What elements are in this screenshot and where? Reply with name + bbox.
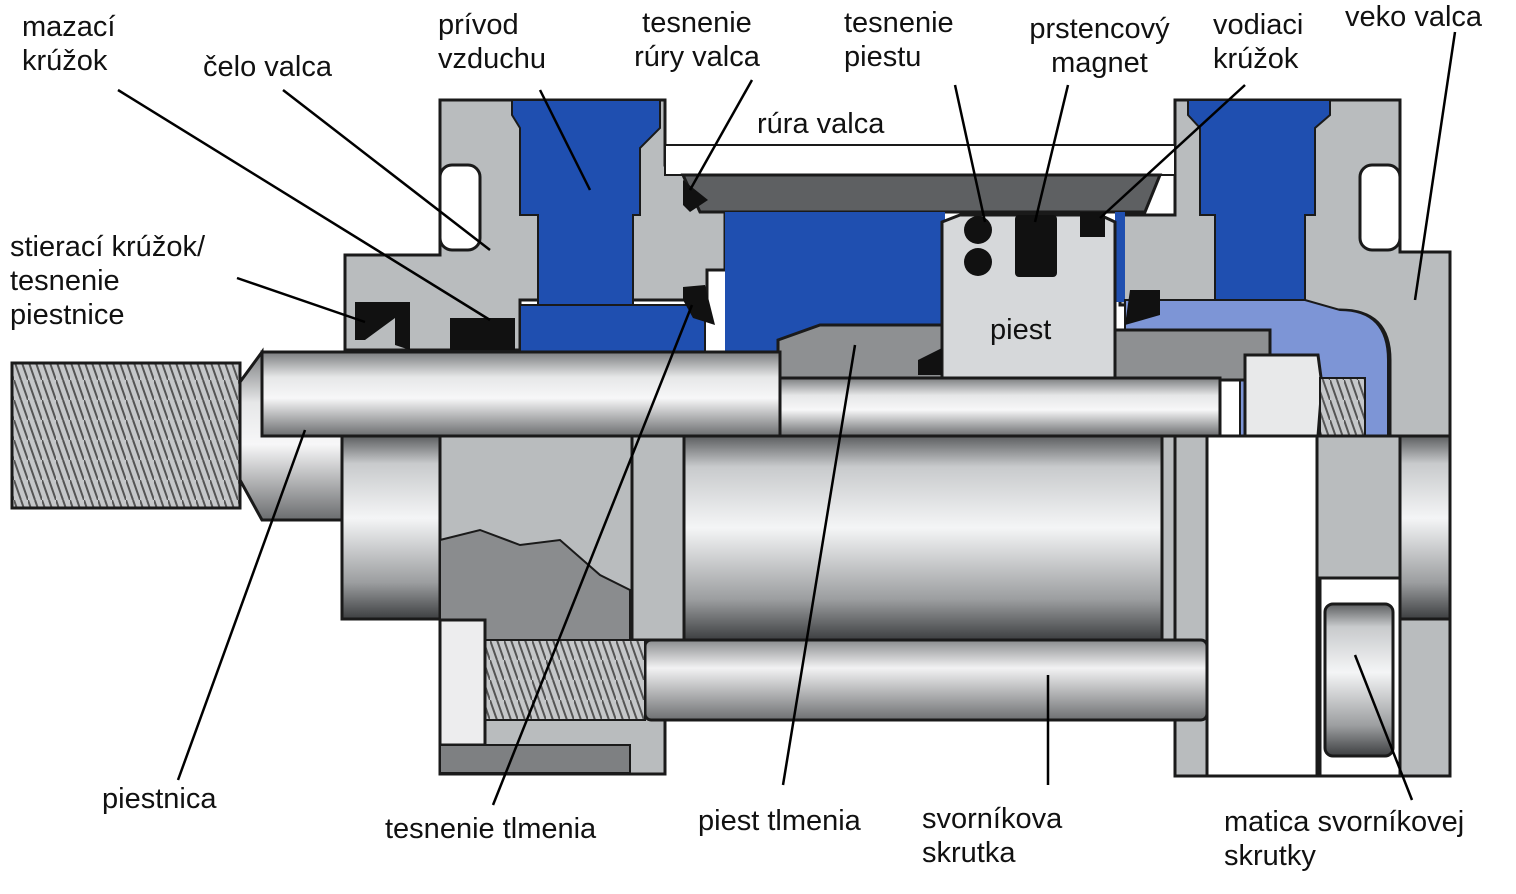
cylinder-tube-wall xyxy=(680,173,1163,214)
label-lubricating-ring: mazací krúžok xyxy=(22,10,115,78)
cushion-seal-inner xyxy=(918,348,942,375)
tie-rod-shape xyxy=(643,638,1209,722)
wiper-seal xyxy=(355,302,410,350)
tie-rod-hex xyxy=(438,618,487,747)
rod-end-nut xyxy=(1243,353,1324,438)
label-tube-seal-line1: tesnenie xyxy=(642,7,752,39)
label-air-supply: prívod vzduchu xyxy=(438,8,546,76)
lubricating-ring-shape xyxy=(450,318,515,350)
label-piston-rod: piestnica xyxy=(102,783,217,815)
label-tie-rod-line1: svorníkova xyxy=(922,803,1063,835)
label-piston: piest xyxy=(990,314,1052,346)
tie-rod-thread xyxy=(484,639,646,721)
label-wiper-ring-line1: stierací krúžok/ xyxy=(10,231,205,263)
label-guide-ring-line1: vodiaci xyxy=(1213,9,1304,41)
label-tie-rod-nut-line1: matica svorníkovej xyxy=(1224,806,1465,838)
bottom-bar xyxy=(439,744,631,774)
label-piston-seal: tesnenie piestu xyxy=(844,6,954,74)
label-tie-rod-line2: skrutka xyxy=(922,837,1016,869)
label-tube-seal-line2: rúry valca xyxy=(634,41,760,73)
magnet-ring xyxy=(1015,215,1057,277)
leader-cylinder-head xyxy=(282,89,491,251)
leader-air-supply xyxy=(538,89,592,191)
label-wiper-ring-line2: tesnenie xyxy=(10,265,120,297)
leader-wiper xyxy=(236,276,366,324)
rod-thread xyxy=(10,361,242,510)
label-air-supply-line2: vzduchu xyxy=(438,43,547,75)
label-cylinder-head: čelo valca xyxy=(203,51,332,83)
nut-socket xyxy=(1323,602,1395,758)
label-tie-rod-nut-line2: skrutky xyxy=(1224,840,1316,872)
label-guide-ring-line2: krúžok xyxy=(1213,43,1299,75)
nut-pocket xyxy=(1205,434,1319,778)
leader-piston-rod xyxy=(176,429,307,781)
label-wiper-ring-line3: piestnice xyxy=(10,299,125,331)
label-cylinder-tube: rúra valca xyxy=(757,108,885,140)
rod-end-thread xyxy=(1319,377,1366,437)
tube-window xyxy=(664,144,1176,176)
leader-end-cap xyxy=(1413,31,1457,301)
rod-end-right xyxy=(778,376,1222,438)
leader-piston-seal xyxy=(953,84,987,223)
leader-magnet xyxy=(1033,84,1070,223)
end-cap-flange xyxy=(1398,434,1452,621)
label-piston-seal-line1: tesnenie xyxy=(844,7,954,39)
leader-lines xyxy=(117,31,1457,806)
label-lubricating-ring-line1: mazací xyxy=(22,11,116,43)
label-ring-magnet-line1: prstencový xyxy=(1029,13,1170,45)
label-tube-seal: tesnenie rúry valca xyxy=(622,6,772,74)
cushion-piston-left xyxy=(776,323,944,382)
label-cushion-seal: tesnenie tlmenia xyxy=(385,813,597,845)
label-wiper-ring: stierací krúžok/ tesnenie piestnice xyxy=(10,230,205,332)
air-passage-left xyxy=(519,304,706,354)
leader-tie-rod-nut xyxy=(1353,654,1414,801)
leader-cushion-piston xyxy=(781,344,857,786)
leader-lubricating-ring xyxy=(117,88,491,322)
seal-right xyxy=(1125,290,1160,325)
label-cushion-piston: piest tlmenia xyxy=(698,805,861,837)
label-guide-ring: vodiaci krúžok xyxy=(1213,8,1303,76)
leader-cushion-seal xyxy=(491,304,694,806)
label-ring-magnet-line2: magnet xyxy=(1051,47,1148,79)
piston-rod-body xyxy=(260,350,782,438)
label-end-cap: veko valca xyxy=(1345,1,1483,33)
tube-lower xyxy=(630,434,686,642)
tube-seal-left xyxy=(683,180,708,212)
label-lubricating-ring-line2: krúžok xyxy=(22,45,108,77)
tube-barrel xyxy=(682,434,1164,642)
label-tie-rod: svorníkova skrutka xyxy=(922,802,1062,870)
chamber-right-top xyxy=(1115,212,1125,302)
head-flange-lower xyxy=(340,434,442,621)
leader-tube-seal xyxy=(688,79,754,191)
piston-seal-lower xyxy=(964,248,992,276)
label-air-supply-line1: prívod xyxy=(438,9,519,41)
cushion-seal-shape xyxy=(683,285,715,325)
label-piston-seal-line2: piestu xyxy=(844,41,922,73)
leader-guide-ring xyxy=(1099,84,1246,219)
piston-seal-upper xyxy=(964,216,992,244)
label-ring-magnet: prstencový magnet xyxy=(1012,12,1187,80)
label-tie-rod-nut: matica svorníkovej skrutky xyxy=(1224,805,1464,873)
